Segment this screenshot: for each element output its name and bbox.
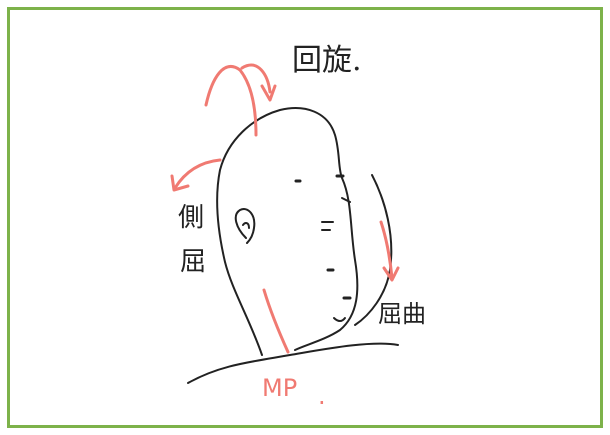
lateral-flexion-arrowhead xyxy=(170,174,190,192)
nose-mark xyxy=(341,197,351,203)
flexion-label: 屈曲 xyxy=(378,300,426,328)
joint-line xyxy=(262,288,290,354)
lateral-flexion-label-1: 側 xyxy=(178,203,204,233)
rotation-arrow xyxy=(204,63,272,137)
shoulder-line xyxy=(187,342,399,384)
chin-mark xyxy=(333,317,346,322)
rotation-label: 回旋. xyxy=(292,43,362,78)
joint-label-dot: . xyxy=(318,382,326,410)
figure-frame xyxy=(7,7,603,428)
head-outline xyxy=(216,107,359,356)
ear xyxy=(234,208,256,244)
lateral-flexion-arrow xyxy=(173,158,222,190)
rotation-arrowhead xyxy=(260,84,277,102)
lateral-flexion-label-2: 屈 xyxy=(180,247,206,277)
flexion-arrowhead xyxy=(382,266,400,282)
joint-label: MP xyxy=(262,374,297,402)
flexion-arrow xyxy=(379,220,394,280)
